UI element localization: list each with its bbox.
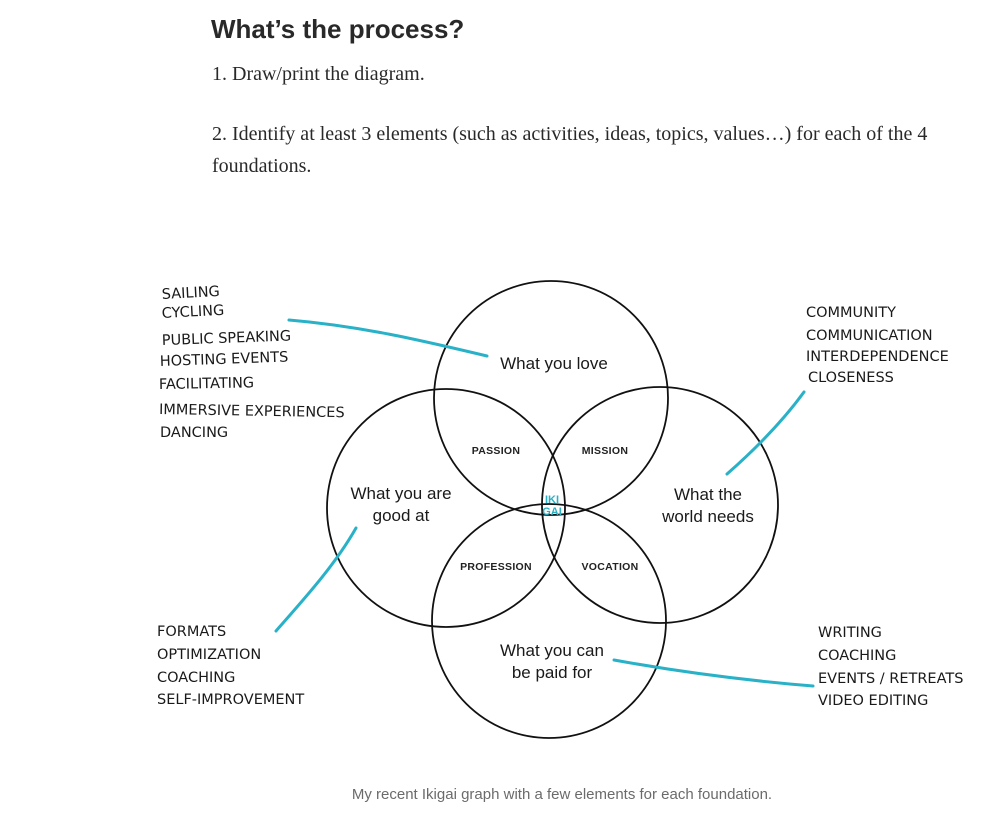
note-love-item: SAILING — [161, 284, 220, 303]
leader-line-love — [287, 318, 489, 358]
figure-caption: My recent Ikigai graph with a few elemen… — [351, 786, 773, 803]
note-world-needs-item: COMMUNICATION — [806, 328, 933, 344]
note-paid-for-item: COACHING — [818, 648, 896, 664]
label-profession: PROFESSION — [460, 561, 532, 573]
note-love-item: CYCLING — [161, 303, 224, 322]
label-vocation: VOCATION — [581, 561, 638, 573]
note-good-at-item: COACHING — [157, 670, 235, 686]
note-good-at-item: OPTIMIZATION — [157, 647, 261, 663]
note-good-at-item: SELF-IMPROVEMENT — [157, 692, 304, 708]
circle-paid-for — [431, 503, 667, 739]
leader-line-paid-for — [612, 658, 815, 688]
label-ikigai-line-1: IKI — [545, 494, 559, 506]
label-mission: MISSION — [582, 445, 628, 457]
step-1-text: 1. Draw/print the diagram. — [212, 63, 425, 85]
note-world-needs-item: CLOSENESS — [808, 370, 894, 386]
step-2-text: 2. Identify at least 3 elements (such as… — [212, 123, 928, 177]
note-good-at-item: FORMATS — [157, 624, 226, 640]
note-love-item: HOSTING EVENTS — [160, 350, 289, 370]
note-paid-for-item: VIDEO EDITING — [818, 693, 928, 709]
circle-world-needs — [541, 386, 779, 624]
label-ikigai-line-2: GAI — [542, 506, 562, 518]
note-love-item: PUBLIC SPEAKING — [162, 328, 292, 349]
circle-good-at — [326, 388, 566, 628]
note-world-needs-item: COMMUNITY — [806, 305, 896, 321]
note-paid-for-item: EVENTS / RETREATS — [818, 671, 963, 687]
section-heading: What’s the process? — [211, 14, 465, 44]
label-passion: PASSION — [472, 445, 521, 457]
label-good-at-line-1: What you are — [350, 484, 451, 503]
label-world-needs-line-2: world needs — [661, 507, 754, 526]
label-paid-for-line-2: be paid for — [512, 663, 593, 682]
note-love-item: IMMERSIVE EXPERIENCES — [159, 402, 345, 421]
label-paid-for-line-1: What you can — [500, 641, 604, 660]
note-world-needs-item: INTERDEPENDENCE — [806, 349, 949, 365]
note-paid-for-item: WRITING — [818, 625, 882, 641]
leader-line-good-at — [274, 526, 358, 633]
note-love-item: FACILITATING — [159, 375, 254, 393]
circle-what-you-love — [433, 280, 669, 516]
ikigai-diagram: What you love What you are good at What … — [157, 280, 963, 739]
label-what-you-love: What you love — [500, 354, 608, 373]
label-world-needs-line-1: What the — [674, 485, 742, 504]
note-love-item: DANCING — [160, 425, 228, 441]
leader-line-world-needs — [725, 390, 806, 476]
label-good-at-line-2: good at — [373, 506, 430, 525]
